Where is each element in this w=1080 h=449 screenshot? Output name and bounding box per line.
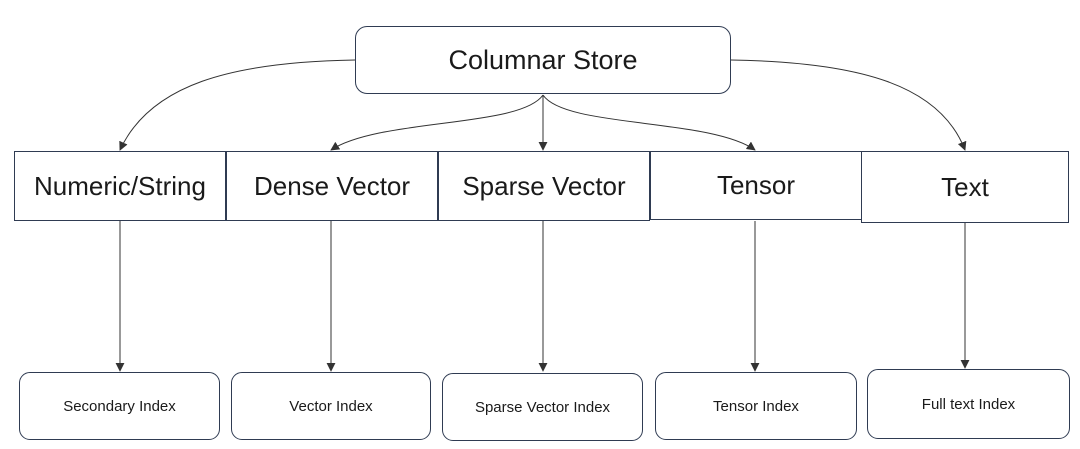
sparse-vector-index-label: Sparse Vector Index [474,398,611,416]
text-label: Text [941,171,989,202]
edge-root-to-tensor [542,94,756,151]
full-text-index-label: Full text Index [921,395,1016,413]
edge-root-to-text [730,59,967,151]
dense-vector-node: Dense Vector [226,151,438,221]
numeric-string-node: Numeric/String [14,151,226,221]
tensor-index-label: Tensor Index [713,397,799,415]
tensor-index-node: Tensor Index [655,372,857,440]
text-node: Text [861,151,1069,223]
dense-vector-label: Dense Vector [253,170,411,201]
vector-index-node: Vector Index [231,372,431,440]
edge-root-to-numeric-string [119,59,356,151]
tensor-node: Tensor [650,151,862,220]
secondary-index-node: Secondary Index [19,372,220,440]
sparse-vector-index-node: Sparse Vector Index [442,373,643,441]
tensor-label: Tensor [716,170,796,200]
vector-index-label: Vector Index [289,397,373,415]
sparse-vector-node: Sparse Vector [438,151,650,221]
columnar-store-node: Columnar Store [355,26,731,94]
secondary-index-label: Secondary Index [63,397,176,415]
edge-root-to-dense-vector [330,94,544,151]
full-text-index-node: Full text Index [867,369,1070,439]
sparse-vector-label: Sparse Vector [462,170,626,201]
numeric-string-label: Numeric/String [34,170,206,201]
columnar-store-label: Columnar Store [448,44,638,75]
